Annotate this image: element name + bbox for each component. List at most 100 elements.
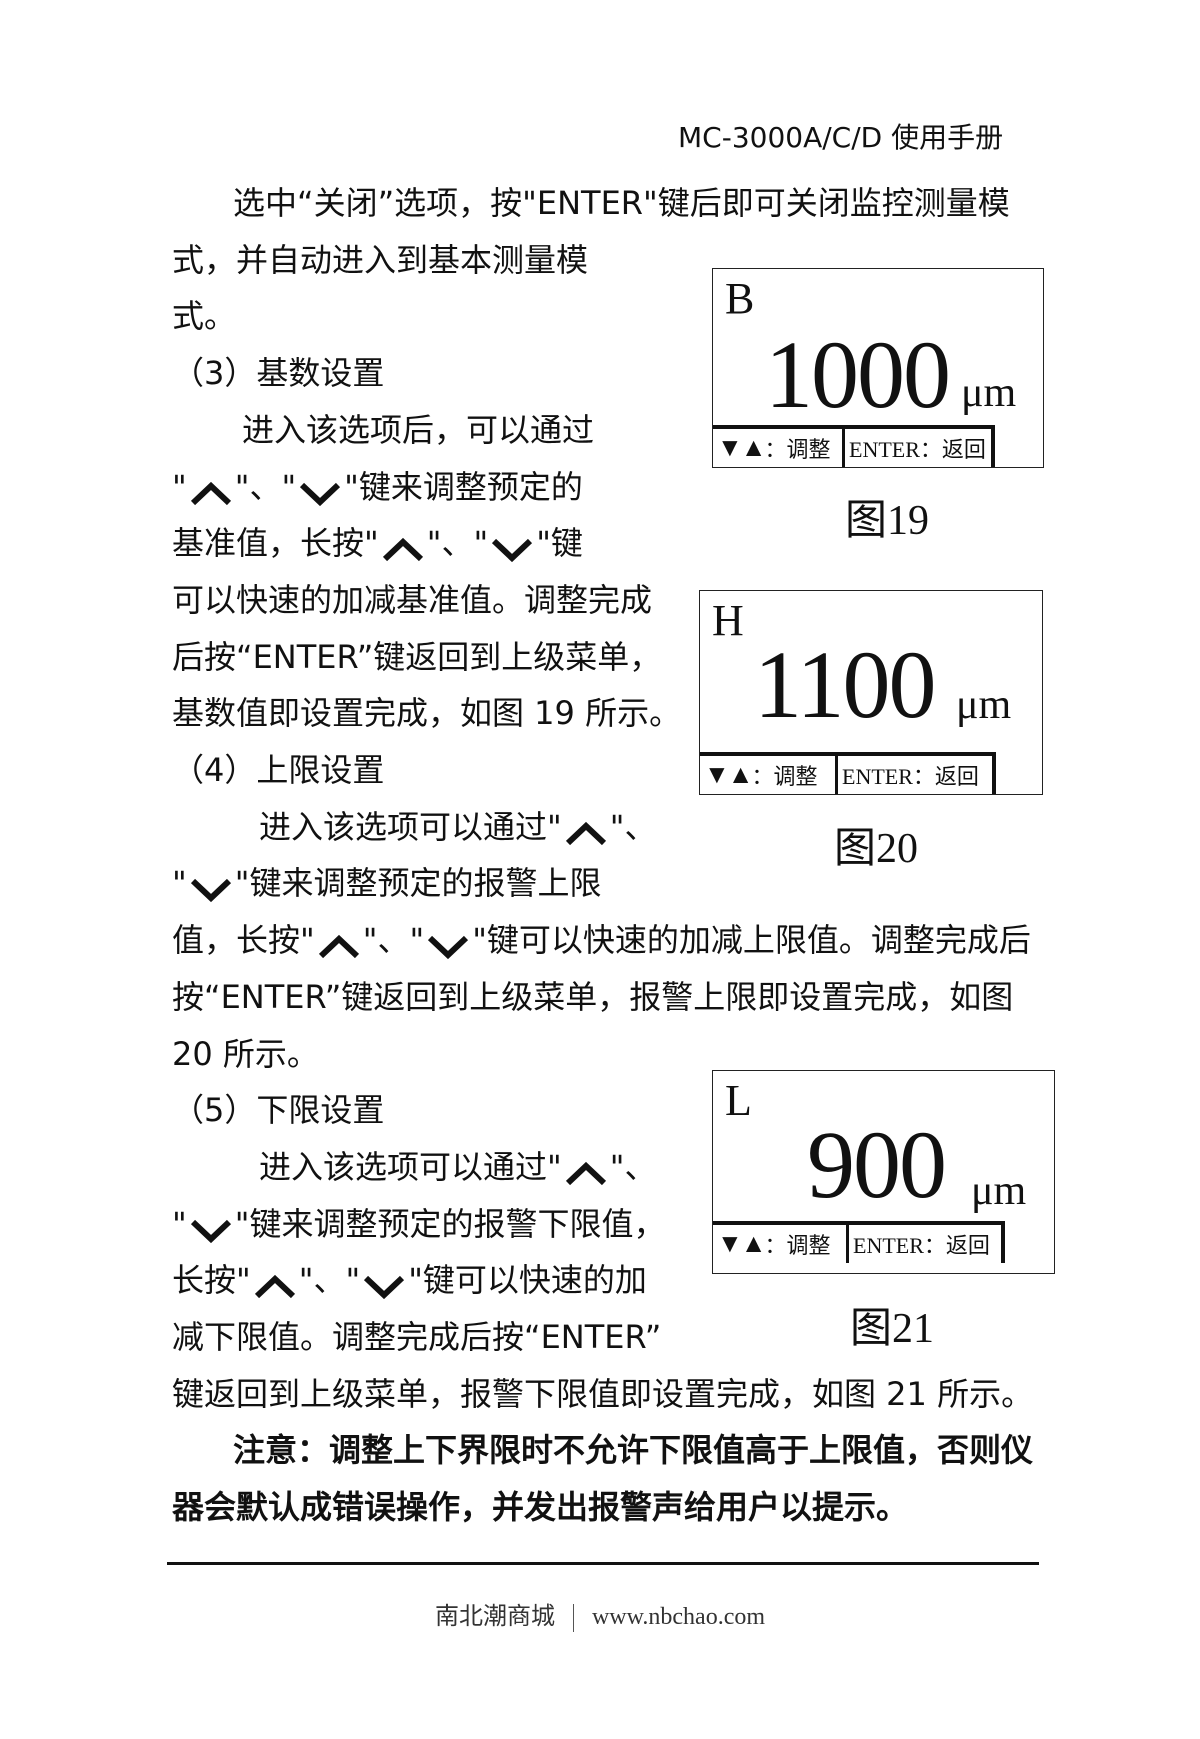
text-segment: " <box>172 467 187 506</box>
text-segment: 长按" <box>172 1261 251 1300</box>
paragraph-line: 按“ENTER”键返回到上级菜单，报警上限即设置完成，如图 <box>172 977 1013 1017</box>
lcd-adjust-label: ：调整 <box>764 1233 831 1258</box>
text-segment: 式。 <box>172 297 237 336</box>
paragraph-line: 长按" "、" "键可以快速的加 <box>172 1260 647 1300</box>
text-segment: 键返回到上级菜单，报警下限值即设置完成，如图 21 所示。 <box>172 1374 1034 1413</box>
text-segment: 20 所示。 <box>172 1034 319 1073</box>
paragraph-line: 键返回到上级菜单，报警下限值即设置完成，如图 21 所示。 <box>172 1374 1033 1414</box>
lcd-enter-cell: ENTER：返回 <box>838 756 996 794</box>
footer-url[interactable]: www.nbchao.com <box>591 1604 766 1630</box>
paragraph-line: 20 所示。 <box>172 1034 319 1074</box>
text-segment: "、 <box>609 807 657 846</box>
text-segment: 后按“ENTER”键返回到上级菜单， <box>172 637 662 676</box>
chevron-down-icon <box>426 929 470 960</box>
paragraph-line: （3）基数设置 <box>172 353 384 393</box>
lcd-enter-label: ENTER：返回 <box>842 764 979 789</box>
text-segment: 进入该选项可以通过" <box>259 1147 562 1186</box>
lcd-figure-20: H 1100 μm ▼▲：调整 ENTER：返回 <box>699 590 1043 795</box>
lcd-mode-letter: B <box>725 274 755 323</box>
paragraph-line: ""、""键来调整预定的 <box>172 467 583 507</box>
lcd-unit: μm <box>956 682 1012 728</box>
lcd-mode-letter: H <box>712 596 744 645</box>
up-down-arrows-icon: ▼▲ <box>717 1229 766 1258</box>
chevron-down-icon <box>362 1269 406 1300</box>
paragraph-line: 可以快速的加减基准值。调整完成 <box>172 580 652 620</box>
chevron-up-icon <box>189 476 233 505</box>
paragraph-line: 选中“关闭”选项，按"ENTER"键后即可关闭监控测量模 <box>233 183 1010 223</box>
text-segment: "、" <box>426 524 489 563</box>
chevron-down-icon <box>490 532 534 563</box>
text-segment: 器会默认成错误操作，并发出报警声给用户以提示。 <box>172 1488 909 1527</box>
lcd-enter-cell: ENTER：返回 <box>845 429 995 467</box>
lcd-unit: μm <box>971 1168 1027 1214</box>
lcd-adjust-cell: ▼▲：调整 <box>700 756 838 794</box>
lcd-adjust-label: ：调整 <box>751 764 818 789</box>
paragraph-line: 后按“ENTER”键返回到上级菜单， <box>172 637 661 677</box>
text-segment: "、 <box>609 1147 657 1186</box>
text-segment: 基准值，长按" <box>172 524 379 563</box>
text-segment: 减下限值。调整完成后按“ENTER” <box>172 1318 662 1356</box>
lcd-softkey-bar: ▼▲：调整 ENTER：返回 <box>713 425 995 467</box>
lcd-enter-label: ENTER：返回 <box>849 437 986 462</box>
paragraph-line: 值，长按" "、" "键可以快速的加减上限值。调整完成后 <box>172 920 1031 960</box>
text-segment: 式，并自动进入到基本测量模 <box>172 240 589 279</box>
text-segment: 注意：调整上下界限时不允许下限值高于上限值，否则仪 <box>233 1431 1034 1470</box>
lcd-unit: μm <box>961 370 1017 416</box>
text-segment: 选中“关闭”选项，按"ENTER"键后即可关闭监控测量模 <box>233 184 1010 222</box>
text-segment: "键来调整预定的报警上限 <box>234 864 602 903</box>
paragraph-line: （4）上限设置 <box>172 750 384 790</box>
chevron-up-icon <box>253 1269 297 1299</box>
lcd-softkey-bar: ▼▲：调整 ENTER：返回 <box>713 1221 1005 1263</box>
text-segment: （4）上限设置 <box>172 751 385 789</box>
paragraph-line: " "键来调整预定的报警下限值， <box>172 1204 665 1244</box>
text-segment: （3）基数设置 <box>172 354 385 393</box>
text-segment: "键来调整预定的报警下限值， <box>234 1204 666 1243</box>
paragraph-line: 进入该选项可以通过" "、 <box>259 1147 656 1187</box>
text-segment: " <box>172 1204 187 1243</box>
chevron-up-icon <box>381 532 425 562</box>
figure-caption: 图19 <box>845 498 930 544</box>
chevron-down-icon <box>189 1213 233 1243</box>
lcd-value: 1100 <box>754 631 936 738</box>
chevron-up-icon <box>317 929 361 959</box>
text-segment: "键可以快速的加减上限值。调整完成后 <box>472 921 1031 960</box>
text-segment: "键可以快速的加 <box>408 1261 647 1300</box>
chevron-up-icon <box>564 1156 608 1186</box>
lcd-value: 900 <box>807 1111 947 1218</box>
paragraph-line: ""键来调整预定的报警上限 <box>172 863 601 903</box>
up-down-arrows-icon: ▼▲ <box>717 433 766 462</box>
lcd-value: 1000 <box>765 321 951 428</box>
text-segment: 可以快速的加减基准值。调整完成 <box>172 580 653 619</box>
chevron-down-icon <box>298 476 342 506</box>
paragraph-line: 进入该选项可以通过" "、 <box>259 807 656 847</box>
paragraph-line: （5）下限设置 <box>172 1090 384 1130</box>
lcd-adjust-cell: ▼▲：调整 <box>713 429 845 467</box>
footer-divider <box>167 1562 1039 1565</box>
text-segment: （5）下限设置 <box>172 1091 385 1130</box>
lcd-adjust-cell: ▼▲：调整 <box>713 1225 849 1263</box>
lcd-figure-21: L 900 μm ▼▲：调整 ENTER：返回 <box>712 1070 1055 1274</box>
text-segment: "、" <box>234 467 297 506</box>
note-line: 注意：调整上下界限时不允许下限值高于上限值，否则仪 <box>233 1430 1033 1470</box>
lcd-softkey-bar: ▼▲：调整 ENTER：返回 <box>700 752 996 794</box>
lcd-enter-cell: ENTER：返回 <box>849 1225 1005 1263</box>
paragraph-line: 基数值即设置完成，如图 19 所示。 <box>172 693 681 733</box>
chevron-up-icon <box>564 816 608 845</box>
text-segment: "键 <box>536 524 583 563</box>
figure-caption: 图20 <box>834 826 919 872</box>
chevron-down-icon <box>189 872 233 903</box>
footer-separator <box>572 1604 574 1633</box>
text-segment: 进入该选项后，可以通过 <box>242 410 595 449</box>
text-segment: 值，长按" <box>172 921 315 960</box>
text-segment: 进入该选项可以通过" <box>259 807 562 846</box>
up-down-arrows-icon: ▼▲ <box>704 760 753 789</box>
lcd-figure-19: B 1000 μm ▼▲：调整 ENTER：返回 <box>712 268 1044 468</box>
text-segment: "、" <box>362 921 425 960</box>
text-segment: "、" <box>298 1261 361 1300</box>
text-segment: 按“ENTER”键返回到上级菜单，报警上限即设置完成，如图 <box>172 977 1014 1016</box>
paragraph-line: 式，并自动进入到基本测量模 <box>172 240 588 280</box>
lcd-adjust-label: ：调整 <box>764 437 831 462</box>
lcd-enter-label: ENTER：返回 <box>853 1233 990 1258</box>
paragraph-line: 式。 <box>172 296 236 336</box>
